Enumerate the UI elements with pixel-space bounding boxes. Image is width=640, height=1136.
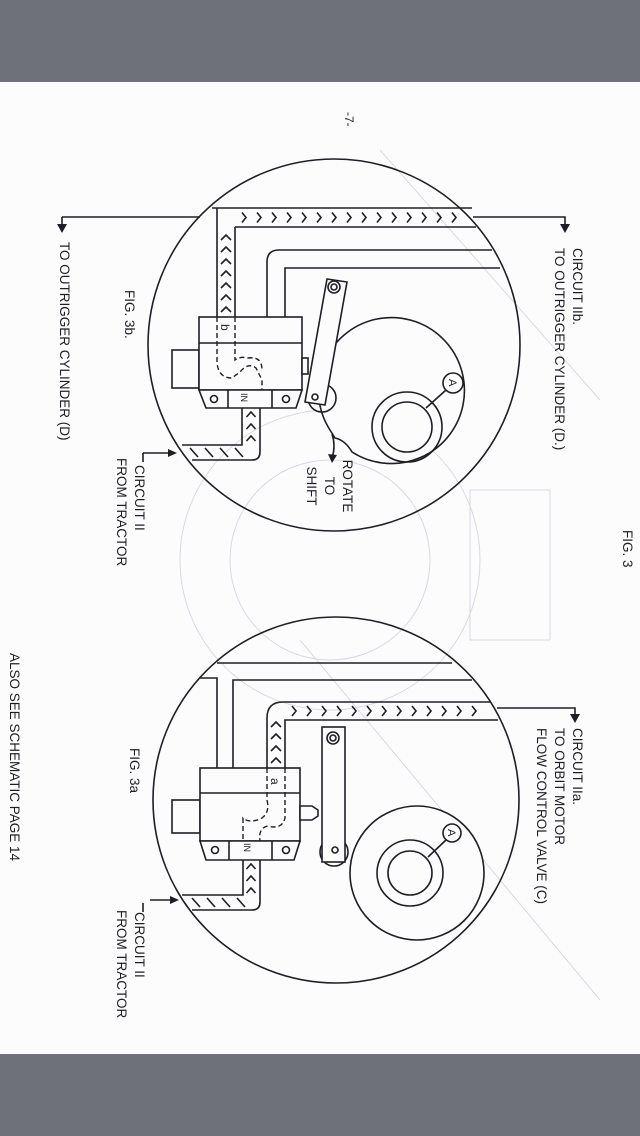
- valve-knob: [171, 349, 200, 389]
- shift-lever: [321, 726, 346, 863]
- fig-3a-circle: [152, 616, 520, 984]
- hose-hatching: [245, 862, 257, 894]
- hose-hatching: [191, 897, 246, 908]
- rotate-label-shift: SHIFT: [304, 467, 319, 506]
- arrow-down-icon: [560, 224, 570, 233]
- arrow-right-icon: [170, 896, 179, 904]
- rotate-arrow-icon: [328, 454, 337, 463]
- rotate-label-to: TO: [322, 477, 337, 496]
- fig-3b-circle: [147, 158, 521, 532]
- fig-3a-caption: FIG. 3a: [127, 748, 142, 794]
- fig-3b: b IN A CIRCUIT IIb. TO OUTRIGGER CYLINDE…: [57, 158, 585, 567]
- chevron-mark: [245, 862, 257, 894]
- hose-hatching: [241, 212, 458, 223]
- circuit-iia-destination-2: FLOW CONTROL VALVE (C): [534, 728, 549, 904]
- fig-3b-input-source: FROM TRACTOR: [114, 458, 129, 567]
- valve-block: [199, 767, 301, 842]
- viewer-top-bar: [0, 0, 640, 82]
- fig-3a-input-label: CIRCUIT II: [132, 912, 147, 978]
- rotate-label: ROTATE: [340, 460, 355, 513]
- port-b-label: b: [218, 324, 232, 331]
- chevron-mark: [241, 212, 458, 223]
- in-port-label: IN: [242, 843, 252, 852]
- cam: [349, 805, 485, 941]
- chevron-mark: [191, 897, 246, 908]
- hose-hatching: [220, 233, 232, 313]
- hose-hatching: [189, 447, 244, 458]
- hose-hatching: [270, 720, 282, 764]
- cam-a-label: A: [445, 829, 457, 837]
- arrow-right-icon: [168, 449, 177, 457]
- arrow-down-icon: [57, 224, 67, 233]
- chevron-mark: [189, 447, 244, 458]
- circuit-iib-destination: TO OUTRIGGER CYLINDER (D.): [552, 248, 567, 450]
- circuit-iia-destination: TO ORBIT MOTOR: [552, 728, 567, 845]
- circuit-iib-label: CIRCUIT IIb.: [570, 248, 585, 325]
- circuit-iia-label: CIRCUIT IIa.: [570, 728, 585, 805]
- footer-note: ALSO SEE SCHEMATIC PAGE 14: [7, 653, 22, 862]
- fig-3b-input-label: CIRCUIT II: [132, 465, 147, 531]
- fig-3b-caption: FIG. 3b.: [122, 290, 137, 339]
- page-number: -7-: [342, 112, 356, 127]
- arrow-down-icon: [570, 714, 580, 723]
- chevron-mark: [245, 410, 257, 442]
- valve-block: [198, 316, 303, 391]
- hose-hatching: [291, 705, 478, 717]
- fig-3a-input-source: FROM TRACTOR: [114, 910, 129, 1019]
- cam-a-label: A: [446, 379, 458, 387]
- lower-outrigger-destination: TO OUTRIGGER CYLINDER (D): [57, 242, 72, 441]
- port-a-label: a: [268, 778, 282, 785]
- chevron-mark: [270, 720, 282, 764]
- hose-hatching: [245, 410, 257, 442]
- cam: [317, 316, 466, 465]
- fig-3a: a IN A CIRCUIT IIa. TO ORBIT MOTOR FLOW …: [114, 616, 585, 1019]
- document-page: [0, 82, 640, 1054]
- viewer-bottom-bar: [0, 1054, 640, 1136]
- chevron-mark: [291, 705, 478, 717]
- in-port-label: IN: [239, 393, 249, 402]
- chevron-mark: [220, 233, 232, 313]
- shift-lever: [304, 278, 348, 406]
- valve-knob: [171, 799, 201, 834]
- figure-title: FIG. 3: [620, 530, 635, 568]
